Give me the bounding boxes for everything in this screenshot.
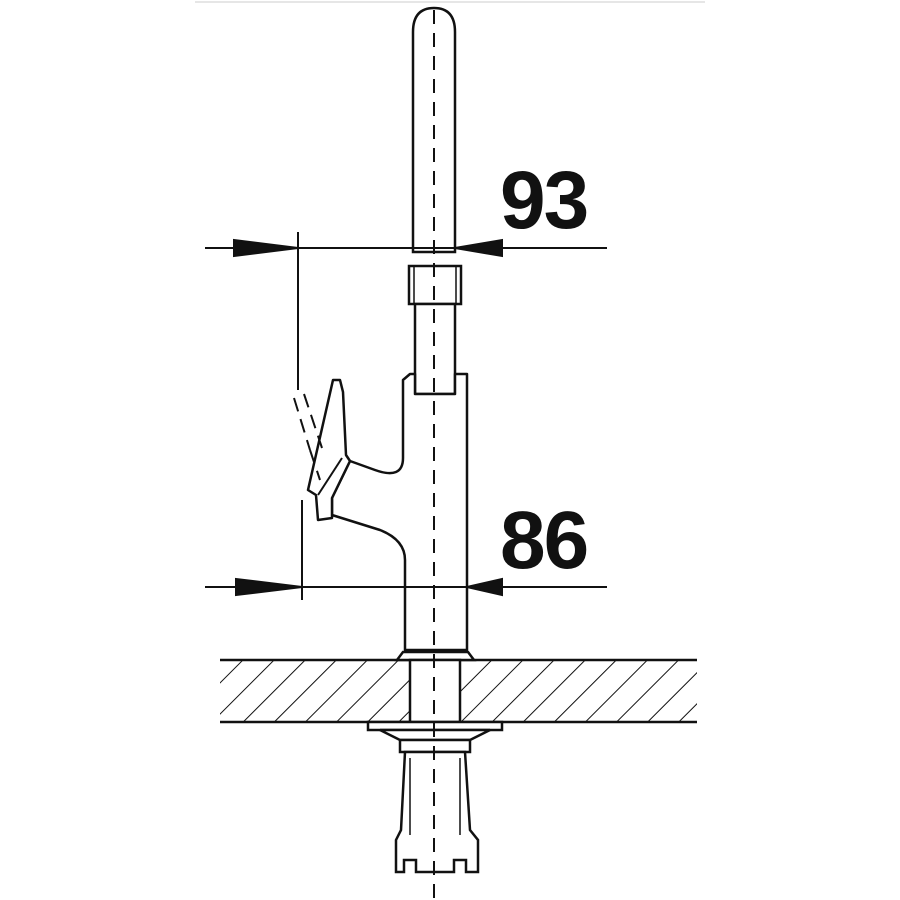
faucet-body [330, 372, 469, 652]
lever-handle [306, 378, 352, 522]
lever-alternate-position [293, 393, 323, 481]
arrow-top-right [454, 238, 503, 258]
countertop [220, 658, 697, 724]
mounting-shank [366, 658, 504, 874]
countertop-left-section [220, 660, 410, 722]
dimension-lines [205, 232, 607, 600]
arrow-top-left [233, 238, 299, 258]
arrow-bottom-right [466, 577, 503, 597]
dimension-label-bottom: 86 [500, 495, 589, 586]
dimension-label-top: 93 [500, 155, 589, 246]
arrow-bottom-left [235, 577, 303, 597]
countertop-right-section [460, 660, 697, 722]
